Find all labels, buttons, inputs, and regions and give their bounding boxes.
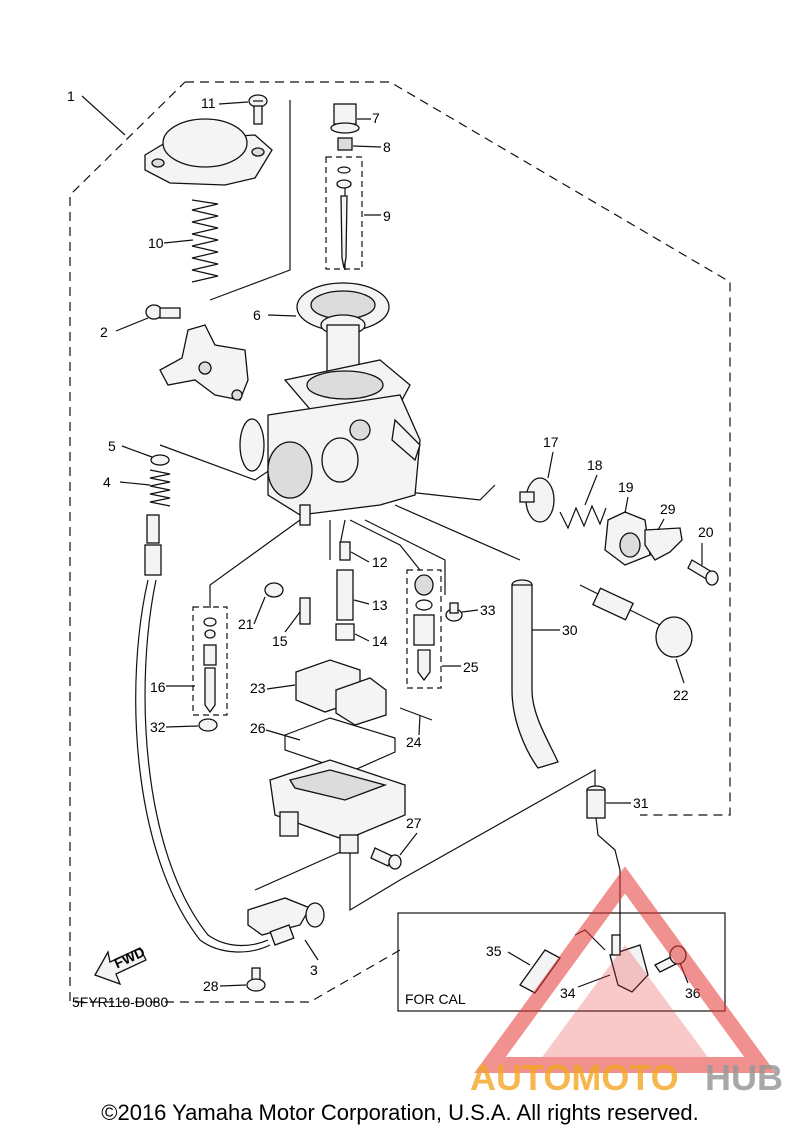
callout-17: 17 [543, 434, 559, 450]
callout-31: 31 [633, 795, 649, 811]
part-25-needle-valve [406, 569, 442, 689]
part-24-pin [399, 707, 433, 721]
callout-2: 2 [100, 324, 108, 340]
fwd-arrow-icon [94, 947, 147, 986]
callout-32: 32 [150, 719, 166, 735]
callout-3: 3 [310, 962, 318, 978]
watermark-text-hub: HUB [705, 1057, 783, 1098]
callout-5: 5 [108, 438, 116, 454]
callout-16: 16 [150, 679, 166, 695]
part-28-screw [246, 967, 266, 992]
callout-28: 28 [203, 978, 219, 994]
part-float-bowl [269, 759, 406, 854]
callout-27: 27 [406, 815, 422, 831]
part-9-needle-group [325, 156, 363, 270]
part-18-spring [559, 504, 607, 530]
callout-13: 13 [372, 597, 388, 613]
part-26-gasket [284, 717, 396, 773]
assembly-boundary [69, 81, 731, 1003]
callout-14: 14 [372, 633, 388, 649]
part-6-diaphragm [296, 282, 390, 384]
callout-15: 15 [272, 633, 288, 649]
callout-26: 26 [250, 720, 266, 736]
callout-33: 33 [480, 602, 496, 618]
callout-9: 9 [383, 208, 391, 224]
part-29-bracket [644, 527, 683, 561]
callout-7: 7 [372, 110, 380, 126]
callout-4: 4 [103, 474, 111, 490]
part-30-hose [511, 579, 559, 769]
callout-25: 25 [463, 659, 479, 675]
inset-box [397, 912, 726, 1012]
part-8-spring [337, 137, 353, 151]
inset-label: FOR CAL [405, 991, 466, 1007]
callout-12: 12 [372, 554, 388, 570]
part-2-screw [145, 304, 181, 320]
callout-leaders [81, 95, 703, 988]
part-32-cap [198, 718, 218, 732]
callout-34: 34 [560, 985, 576, 1001]
part-23-float [295, 659, 387, 726]
callout-29: 29 [660, 501, 676, 517]
part-5-washer [150, 454, 170, 466]
callout-24: 24 [406, 734, 422, 750]
callout-35: 35 [486, 943, 502, 959]
part-bracket [159, 324, 249, 401]
callout-6: 6 [253, 307, 261, 323]
part-21-plug [264, 582, 284, 598]
watermark-triangle-icon [474, 866, 776, 1073]
part-33-screw [445, 602, 463, 622]
part-top-cover [144, 118, 273, 186]
part-11-screw [248, 94, 268, 125]
callout-8: 8 [383, 139, 391, 155]
callout-18: 18 [587, 457, 603, 473]
callout-labels: 1 2 3 4 5 6 7 8 9 10 11 12 13 14 15 16 1… [67, 88, 714, 1001]
callout-1: 1 [67, 88, 75, 104]
throttle-cable [135, 514, 271, 953]
part-10-spring [191, 199, 219, 283]
callout-20: 20 [698, 524, 714, 540]
part-4-spring [149, 469, 171, 507]
part-15-jet [299, 597, 311, 625]
part-22-plunger [579, 584, 693, 658]
callout-11: 11 [201, 95, 216, 111]
part-12-jet [339, 541, 351, 561]
part-16-group [192, 606, 228, 716]
part-7-cap [330, 103, 360, 134]
part-3-lever [247, 897, 325, 946]
part-19-cover [604, 511, 651, 566]
part-13-jet [336, 569, 354, 621]
part-14-jet [335, 623, 355, 641]
part-27-screw [370, 847, 402, 870]
callout-10: 10 [148, 235, 164, 251]
callout-22: 22 [673, 687, 689, 703]
watermark-text-automoto: AUTOMOTO [470, 1057, 679, 1098]
callout-21: 21 [238, 616, 254, 632]
callout-19: 19 [618, 479, 634, 495]
part-17-plate [519, 477, 555, 523]
copyright-notice: ©2016 Yamaha Motor Corporation, U.S.A. A… [101, 1100, 699, 1125]
part-34-bracket [574, 929, 649, 993]
part-20-screw [687, 559, 719, 586]
callout-23: 23 [250, 680, 266, 696]
callout-30: 30 [562, 622, 578, 638]
automotohub-watermark [474, 866, 776, 1073]
part-31-hose [586, 785, 621, 871]
carburetor-body [239, 359, 421, 526]
diagram-code: 5FYR110-D080 [72, 994, 168, 1010]
